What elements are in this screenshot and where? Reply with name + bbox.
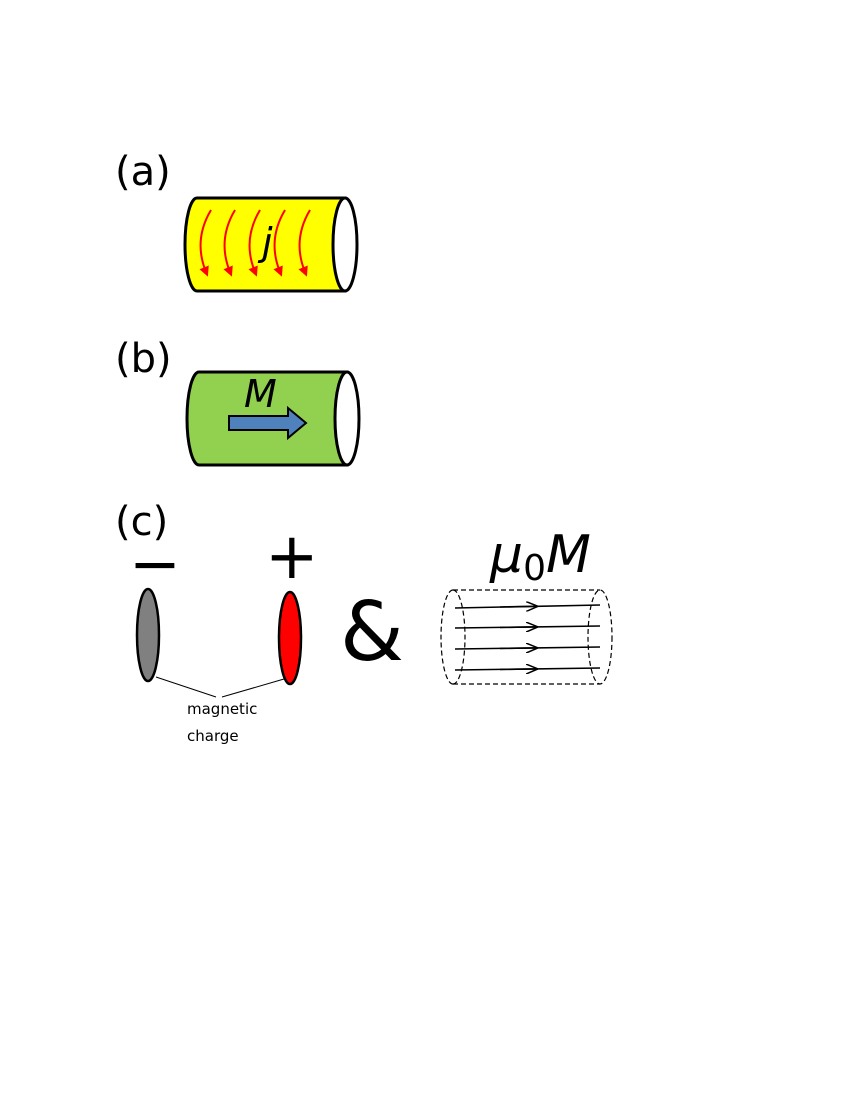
- field-cylinder: [440, 589, 613, 685]
- leader-line-negative: [155, 676, 217, 698]
- current-arrow: [298, 209, 311, 277]
- current-arrow: [223, 209, 236, 277]
- current-cylinder: j: [183, 196, 359, 293]
- panel-c-label: (c): [115, 499, 168, 545]
- magnetization-arrow: [228, 405, 308, 441]
- magnetization-symbol: M: [244, 372, 277, 416]
- panel-c: (c) − + magnetic charge & μ0M: [115, 499, 613, 745]
- leader-line-positive: [221, 678, 285, 698]
- magnetized-cylinder: M: [185, 370, 361, 467]
- field-label-M: M: [546, 525, 591, 585]
- panel-b: (b) M: [115, 336, 361, 467]
- field-line-arrow: [499, 669, 536, 670]
- field-lines: [454, 605, 601, 670]
- field-cylinder-right-end: [587, 589, 613, 685]
- current-arrow: [248, 209, 261, 277]
- field-cylinder-left-back: [452, 589, 466, 685]
- current-arrow: [199, 209, 212, 277]
- field-label-subscript: 0: [523, 548, 546, 589]
- panel-b-label: (b): [115, 336, 172, 382]
- current-cylinder-end: [331, 196, 359, 293]
- ampersand: &: [340, 585, 404, 680]
- field-cylinder-left-outline: [440, 589, 454, 685]
- plus-sign: +: [265, 520, 319, 594]
- panel-a: (a) j: [115, 149, 359, 293]
- field-line-arrow: [499, 648, 536, 649]
- current-arrows: [199, 209, 311, 277]
- negative-magnetic-charge: [135, 587, 161, 683]
- magnetic-charge-label-line1: magnetic: [187, 700, 257, 718]
- current-arrow: [273, 209, 286, 277]
- field-label-mu: μ: [489, 525, 523, 585]
- minus-sign: −: [129, 527, 181, 600]
- magnetized-cylinder-end: [333, 370, 361, 467]
- panel-a-label: (a): [115, 149, 171, 195]
- magnetic-charge-label-line2: charge: [187, 727, 239, 745]
- charge-leader-lines: [155, 676, 285, 698]
- field-label: μ0M: [489, 525, 591, 589]
- field-line-arrow: [499, 627, 536, 628]
- field-line-arrow: [499, 606, 536, 607]
- positive-magnetic-charge: [277, 590, 303, 686]
